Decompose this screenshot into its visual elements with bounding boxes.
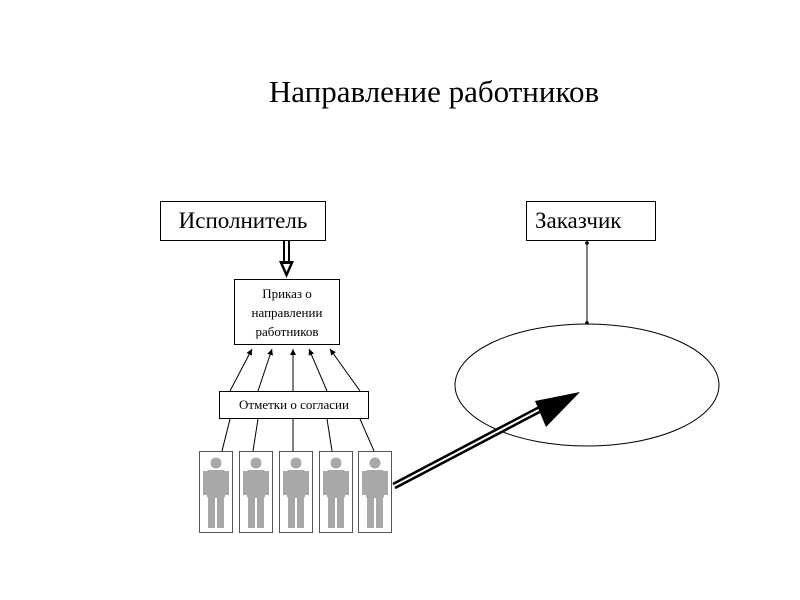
customer-node: Заказчик	[526, 201, 656, 241]
person-icon	[283, 457, 309, 528]
diagram-title: Направление работников	[268, 74, 600, 109]
worker-5	[358, 451, 392, 533]
worker-2	[239, 451, 273, 533]
workers-to-customer-arrow	[392, 392, 580, 490]
person-icon	[323, 457, 349, 528]
order-node: Приказ о направлении работников	[234, 279, 340, 345]
person-icon	[243, 457, 269, 528]
worker-consent-lines	[221, 418, 375, 452]
worker-1	[199, 451, 233, 533]
executor-order-arrow	[279, 241, 294, 278]
executor-node: Исполнитель	[160, 201, 326, 241]
worker-3	[279, 451, 313, 533]
customer-link-end-bottom	[585, 321, 589, 325]
consent-node: Отметки о согласии	[219, 391, 369, 419]
worker-4	[319, 451, 353, 533]
customer-ellipse	[454, 323, 720, 447]
customer-link-end-top	[585, 241, 589, 245]
person-icon	[203, 457, 229, 528]
consent-order-arrows	[229, 348, 361, 392]
person-icon	[362, 457, 388, 528]
